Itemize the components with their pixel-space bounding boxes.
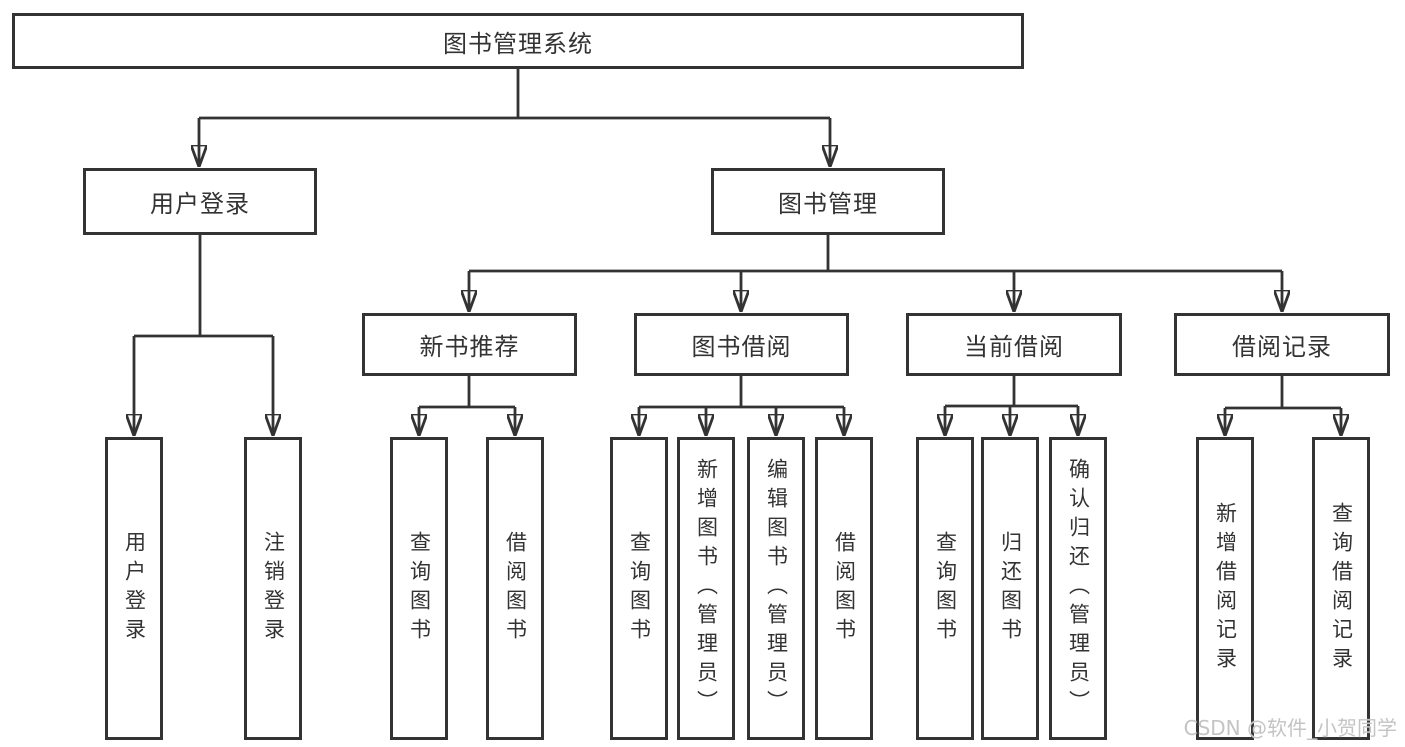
node-root: 图书管理系统 [12, 13, 1024, 69]
leaf-return-book-label: 归还图书 [998, 530, 1023, 647]
csdn-watermark: CSDN @软件_小贺同学 [1183, 716, 1397, 740]
node-borrow-records: 借阅记录 [1174, 313, 1390, 376]
node-user-login-label: 用户登录 [150, 190, 250, 218]
leaf-query-borrow-record-label: 查询借阅记录 [1329, 501, 1354, 676]
node-book-borrow: 图书借阅 [634, 313, 849, 376]
new-book-recommend-connectors [419, 376, 515, 435]
node-borrow-records-label: 借阅记录 [1232, 333, 1332, 361]
leaf-edit-book-admin: 编辑图书（管理员） [747, 437, 805, 740]
root-connectors [199, 69, 830, 166]
node-new-book-recommend-label: 新书推荐 [419, 333, 520, 361]
leaf-query-books-current-label: 查询图书 [933, 530, 958, 647]
leaf-borrow-books-label: 借阅图书 [832, 530, 857, 647]
leaf-confirm-return-admin: 确认归还（管理员） [1049, 437, 1107, 740]
book-management-connectors [469, 235, 1282, 311]
node-new-book-recommend: 新书推荐 [362, 313, 577, 376]
leaf-query-books-recommend: 查询图书 [390, 437, 448, 740]
leaf-query-books-current: 查询图书 [916, 437, 974, 740]
leaf-add-book-admin: 新增图书（管理员） [677, 437, 735, 740]
leaf-logout-label: 注销登录 [261, 530, 286, 647]
current-borrow-connectors [945, 376, 1078, 435]
leaf-logout: 注销登录 [244, 437, 302, 740]
node-current-borrow-label: 当前借阅 [964, 333, 1064, 361]
leaf-edit-book-admin-label: 编辑图书（管理员） [764, 458, 789, 719]
leaf-query-books-borrow-label: 查询图书 [627, 530, 652, 647]
node-book-management-label: 图书管理 [778, 190, 878, 218]
leaf-return-book: 归还图书 [981, 437, 1039, 740]
leaf-user-login: 用户登录 [105, 437, 163, 740]
leaf-query-books-borrow: 查询图书 [610, 437, 668, 740]
leaf-user-login-label: 用户登录 [122, 530, 147, 647]
leaf-borrow-books-recommend-label: 借阅图书 [503, 530, 528, 647]
borrow-records-connectors [1225, 376, 1341, 435]
leaf-add-borrow-record-label: 新增借阅记录 [1213, 501, 1238, 676]
node-current-borrow: 当前借阅 [906, 313, 1122, 376]
leaf-borrow-books-recommend: 借阅图书 [486, 437, 544, 740]
leaf-query-books-recommend-label: 查询图书 [407, 530, 432, 647]
book-borrow-connectors [639, 376, 844, 435]
leaf-query-borrow-record: 查询借阅记录 [1312, 437, 1370, 740]
leaf-add-book-admin-label: 新增图书（管理员） [694, 458, 719, 719]
node-book-management: 图书管理 [711, 168, 945, 235]
node-root-label: 图书管理系统 [443, 29, 593, 58]
node-book-borrow-label: 图书借阅 [691, 333, 792, 361]
leaf-borrow-books: 借阅图书 [815, 437, 873, 740]
node-user-login: 用户登录 [83, 168, 317, 235]
user-login-connectors [134, 235, 273, 435]
leaf-add-borrow-record: 新增借阅记录 [1196, 437, 1254, 740]
leaf-confirm-return-admin-label: 确认归还（管理员） [1066, 458, 1091, 719]
